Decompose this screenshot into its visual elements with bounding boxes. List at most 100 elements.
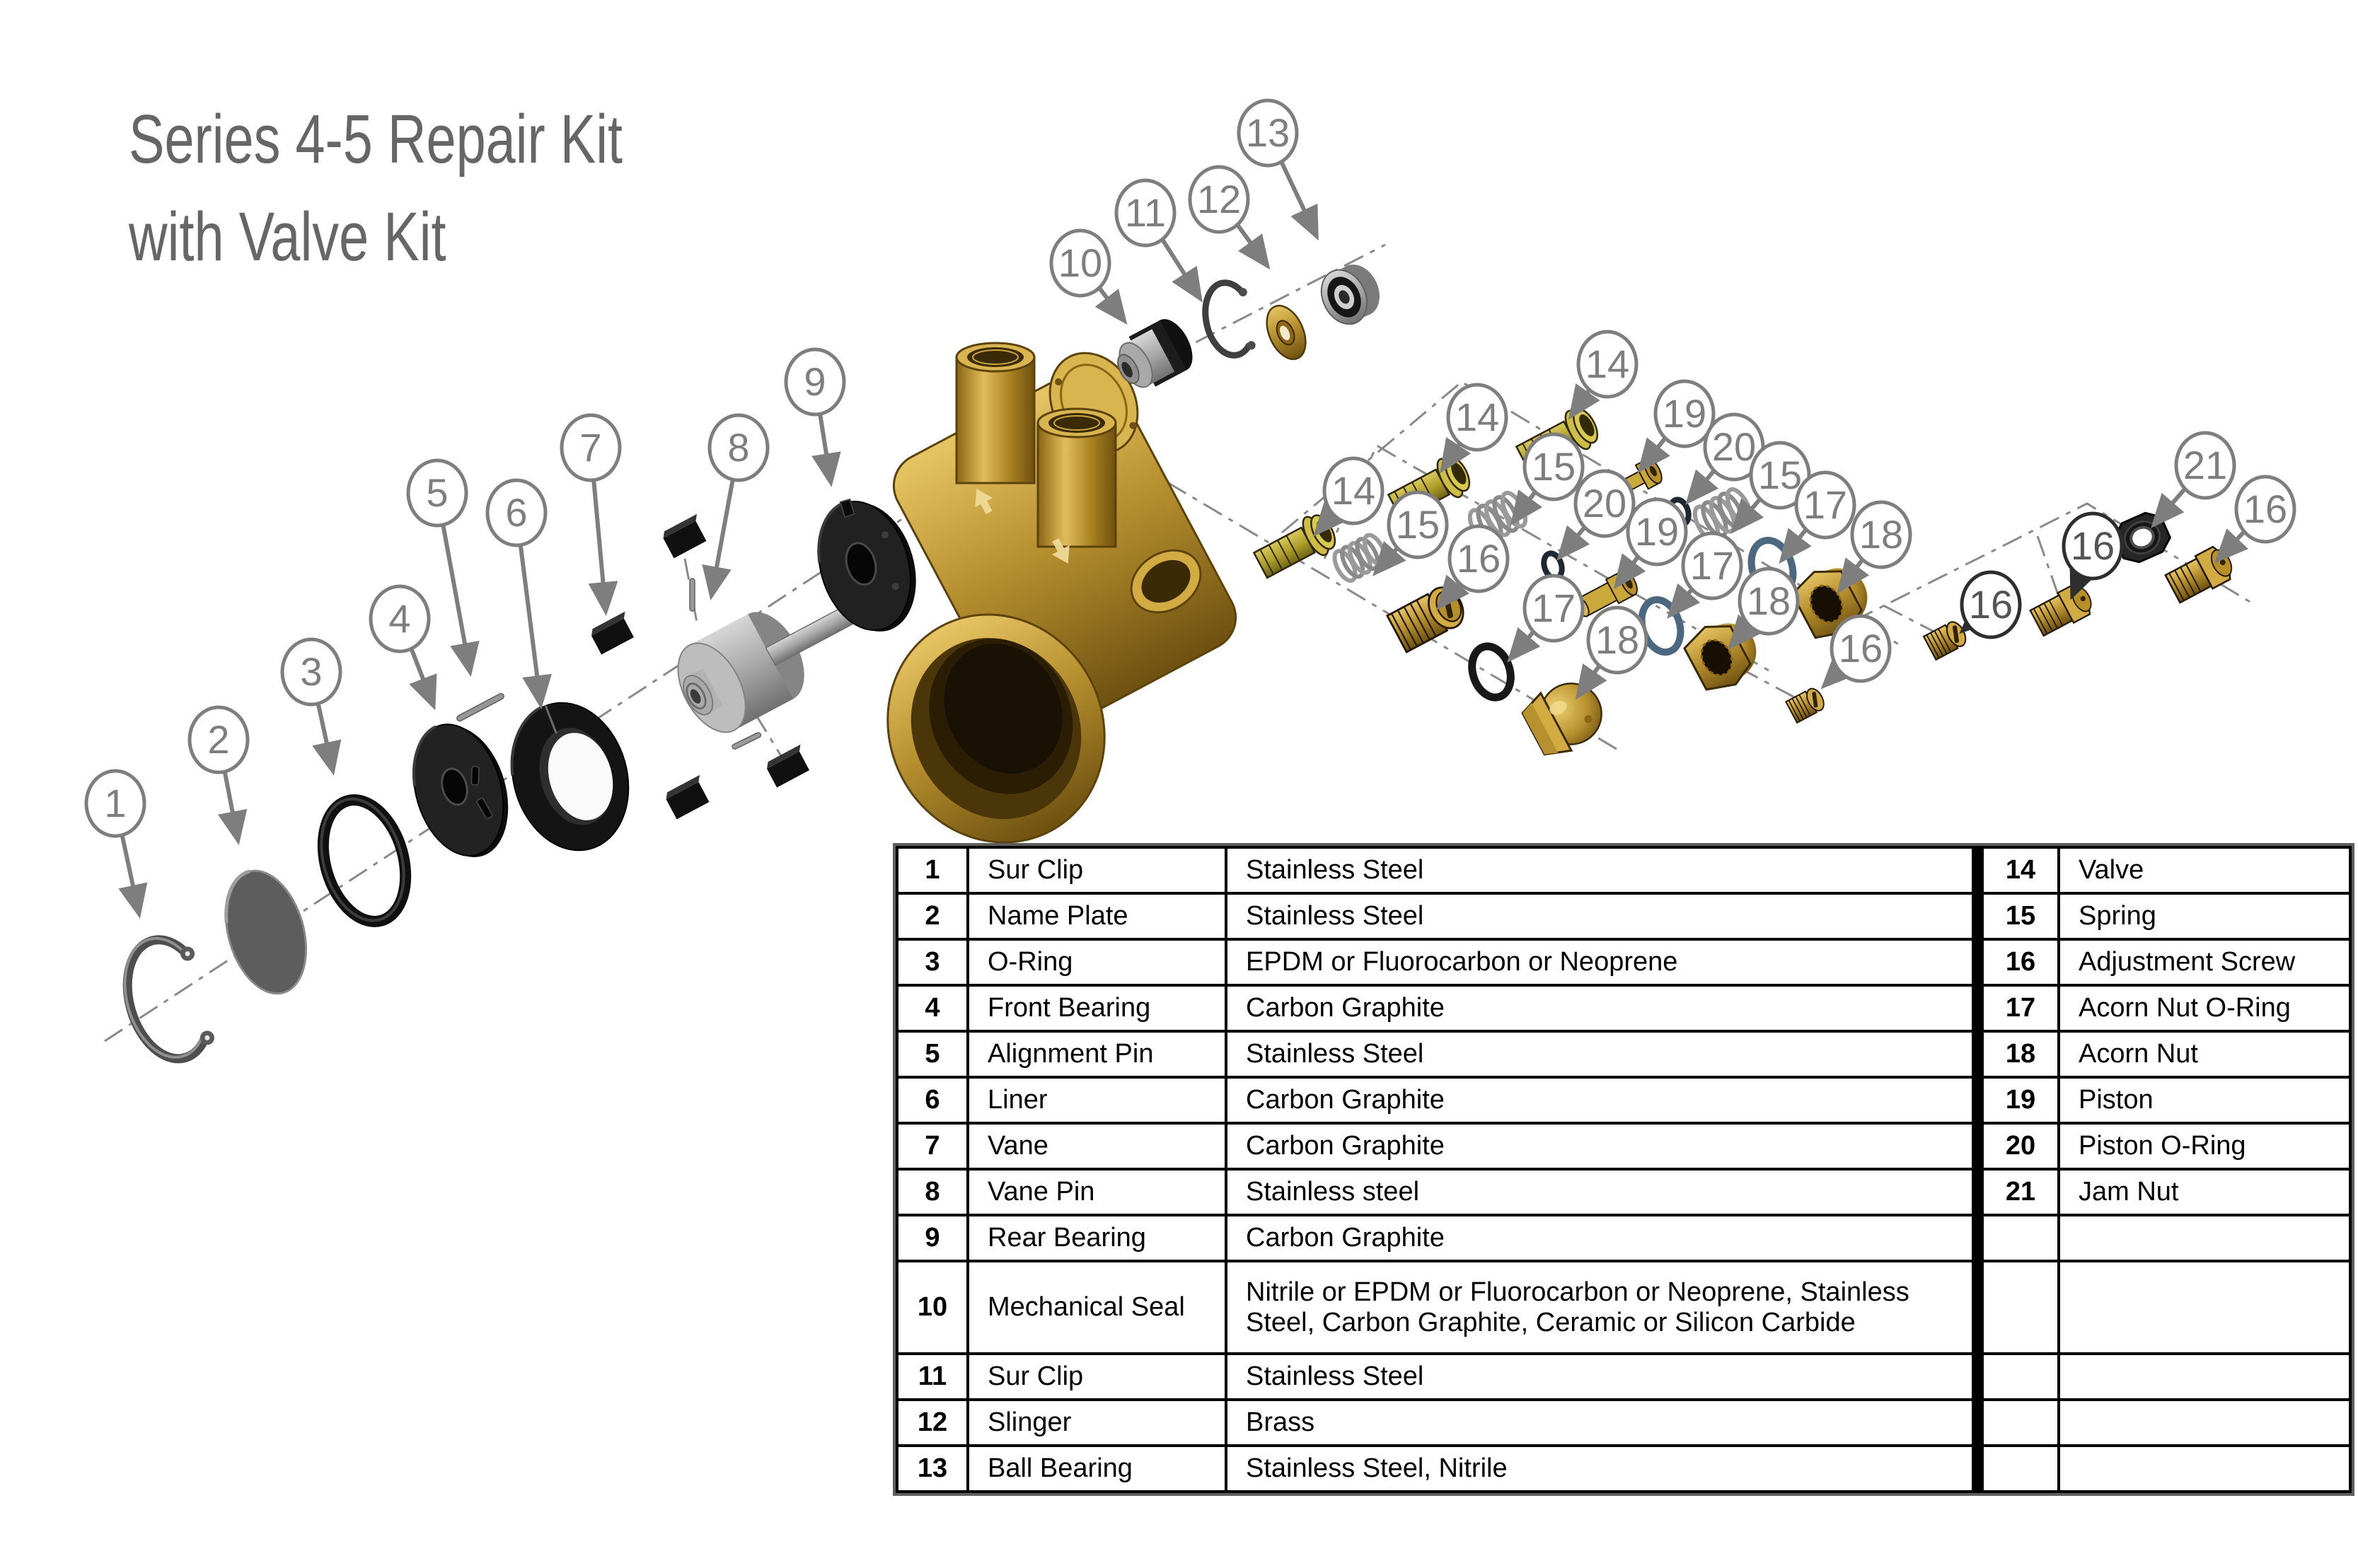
flow-arrow-down-icon bbox=[1052, 538, 1070, 564]
callout-circle bbox=[1188, 165, 1250, 234]
part-rear-bearing bbox=[817, 498, 916, 632]
callout-circle bbox=[1749, 441, 1811, 510]
title-line-2: with Valve Kit bbox=[129, 197, 446, 275]
cell-num: 17 bbox=[1981, 984, 2060, 1033]
callout-16: 16 bbox=[1820, 614, 1892, 690]
callout-19: 19 bbox=[1637, 379, 1716, 474]
callout-number: 16 bbox=[2243, 487, 2287, 531]
part-alignment-pin bbox=[456, 692, 504, 722]
part-slinger bbox=[1266, 304, 1307, 361]
callout-number: 10 bbox=[1058, 240, 1102, 285]
callout-arrow bbox=[1667, 583, 1701, 619]
leader-line bbox=[1738, 666, 1803, 703]
part-vane-top bbox=[663, 513, 707, 559]
cell-name: Liner bbox=[966, 1076, 1227, 1125]
cell-mat: Carbon Graphite bbox=[1225, 1122, 1978, 1171]
part-sur-clip-rear bbox=[1202, 279, 1256, 359]
cell-num bbox=[1981, 1214, 2060, 1262]
callout-14: 14 bbox=[1568, 330, 1639, 420]
callout-circle bbox=[1850, 500, 1912, 569]
cell-num: 3 bbox=[896, 938, 969, 987]
callout-number: 14 bbox=[1585, 342, 1629, 386]
cell-mat: EPDM or Fluorocarbon or Neoprene bbox=[1225, 938, 1978, 987]
cell-num: 4 bbox=[896, 984, 969, 1033]
callout-number: 12 bbox=[1197, 177, 1241, 221]
callout-arrow bbox=[2214, 528, 2249, 564]
cell-name bbox=[2057, 1352, 2352, 1401]
table-row bbox=[1981, 1260, 2352, 1355]
cell-num: 6 bbox=[896, 1076, 969, 1125]
callout-10: 10 bbox=[1049, 228, 1128, 325]
part-adjustment-screw-small-1 bbox=[1785, 687, 1825, 724]
table-row bbox=[1981, 1398, 2352, 1447]
callout-arrow bbox=[2151, 487, 2187, 528]
cell-name: Sur Clip bbox=[966, 846, 1227, 895]
callout-circle bbox=[1586, 605, 1648, 675]
callout-arrow bbox=[1510, 489, 1543, 526]
callout-arrow bbox=[1160, 238, 1203, 303]
callout-number: 1 bbox=[104, 781, 126, 825]
cell-name bbox=[2057, 1260, 2352, 1355]
callout-circle bbox=[2234, 475, 2296, 544]
cell-num: 18 bbox=[1981, 1030, 2060, 1079]
callout-circle bbox=[1114, 178, 1177, 248]
callout-arrow bbox=[1728, 614, 1762, 650]
callout-arrow bbox=[1440, 436, 1472, 474]
cell-name: Vane Pin bbox=[966, 1168, 1227, 1216]
callout-circle bbox=[485, 478, 548, 547]
callout-arrow bbox=[1730, 497, 1764, 534]
callout-arrow bbox=[1279, 160, 1319, 241]
callout-circle bbox=[1446, 383, 1508, 452]
callout-number: 11 bbox=[1125, 190, 1166, 235]
callout-circle bbox=[1322, 456, 1385, 525]
callout-14: 14 bbox=[1313, 456, 1385, 537]
callout-arrow bbox=[440, 523, 480, 677]
cell-num: 10 bbox=[896, 1260, 969, 1355]
part-mechanical-seal bbox=[1117, 319, 1193, 388]
callout-number: 18 bbox=[1747, 579, 1791, 623]
callout-circle bbox=[1653, 379, 1716, 448]
callout-13: 13 bbox=[1237, 98, 1319, 241]
page-title: Series 4-5 Repair Kit with Valve Kit bbox=[129, 91, 623, 285]
callout-17: 17 bbox=[1507, 574, 1585, 663]
part-vane-bottom bbox=[666, 774, 710, 820]
callout-11: 11 bbox=[1114, 178, 1203, 303]
callout-17: 17 bbox=[1667, 531, 1743, 619]
leader-line bbox=[1095, 439, 1621, 753]
cell-mat: Stainless Steel bbox=[1225, 1030, 1978, 1079]
cell-name bbox=[2057, 1214, 2352, 1262]
callout-circle bbox=[2174, 431, 2236, 500]
cell-num: 9 bbox=[896, 1214, 969, 1262]
callout-number: 17 bbox=[1690, 543, 1734, 588]
table-row bbox=[1981, 1444, 2352, 1493]
callout-number: 13 bbox=[1246, 110, 1290, 155]
callout-arrow bbox=[1568, 383, 1600, 420]
cell-mat: Carbon Graphite bbox=[1225, 984, 1978, 1033]
cell-name: Jam Nut bbox=[2057, 1168, 2352, 1216]
callout-circle bbox=[1738, 567, 1800, 636]
cell-num: 16 bbox=[1981, 938, 2060, 987]
callout-arrow bbox=[518, 543, 552, 709]
callout-circle bbox=[1626, 497, 1688, 567]
callout-arrow bbox=[2069, 562, 2098, 600]
cell-name bbox=[2057, 1444, 2352, 1493]
cell-num: 11 bbox=[896, 1352, 969, 1401]
callout-18: 18 bbox=[1837, 500, 1912, 594]
cell-mat: Stainless Steel bbox=[1225, 892, 1978, 941]
part-adjustment-screw-small-2 bbox=[1922, 621, 1967, 661]
part-vane-right bbox=[767, 744, 809, 788]
part-ball-bearing bbox=[1320, 265, 1380, 325]
part-name-plate bbox=[224, 869, 308, 995]
callout-number: 21 bbox=[2183, 443, 2227, 487]
callout-circle bbox=[280, 637, 342, 707]
callout-15: 15 bbox=[1730, 441, 1811, 534]
